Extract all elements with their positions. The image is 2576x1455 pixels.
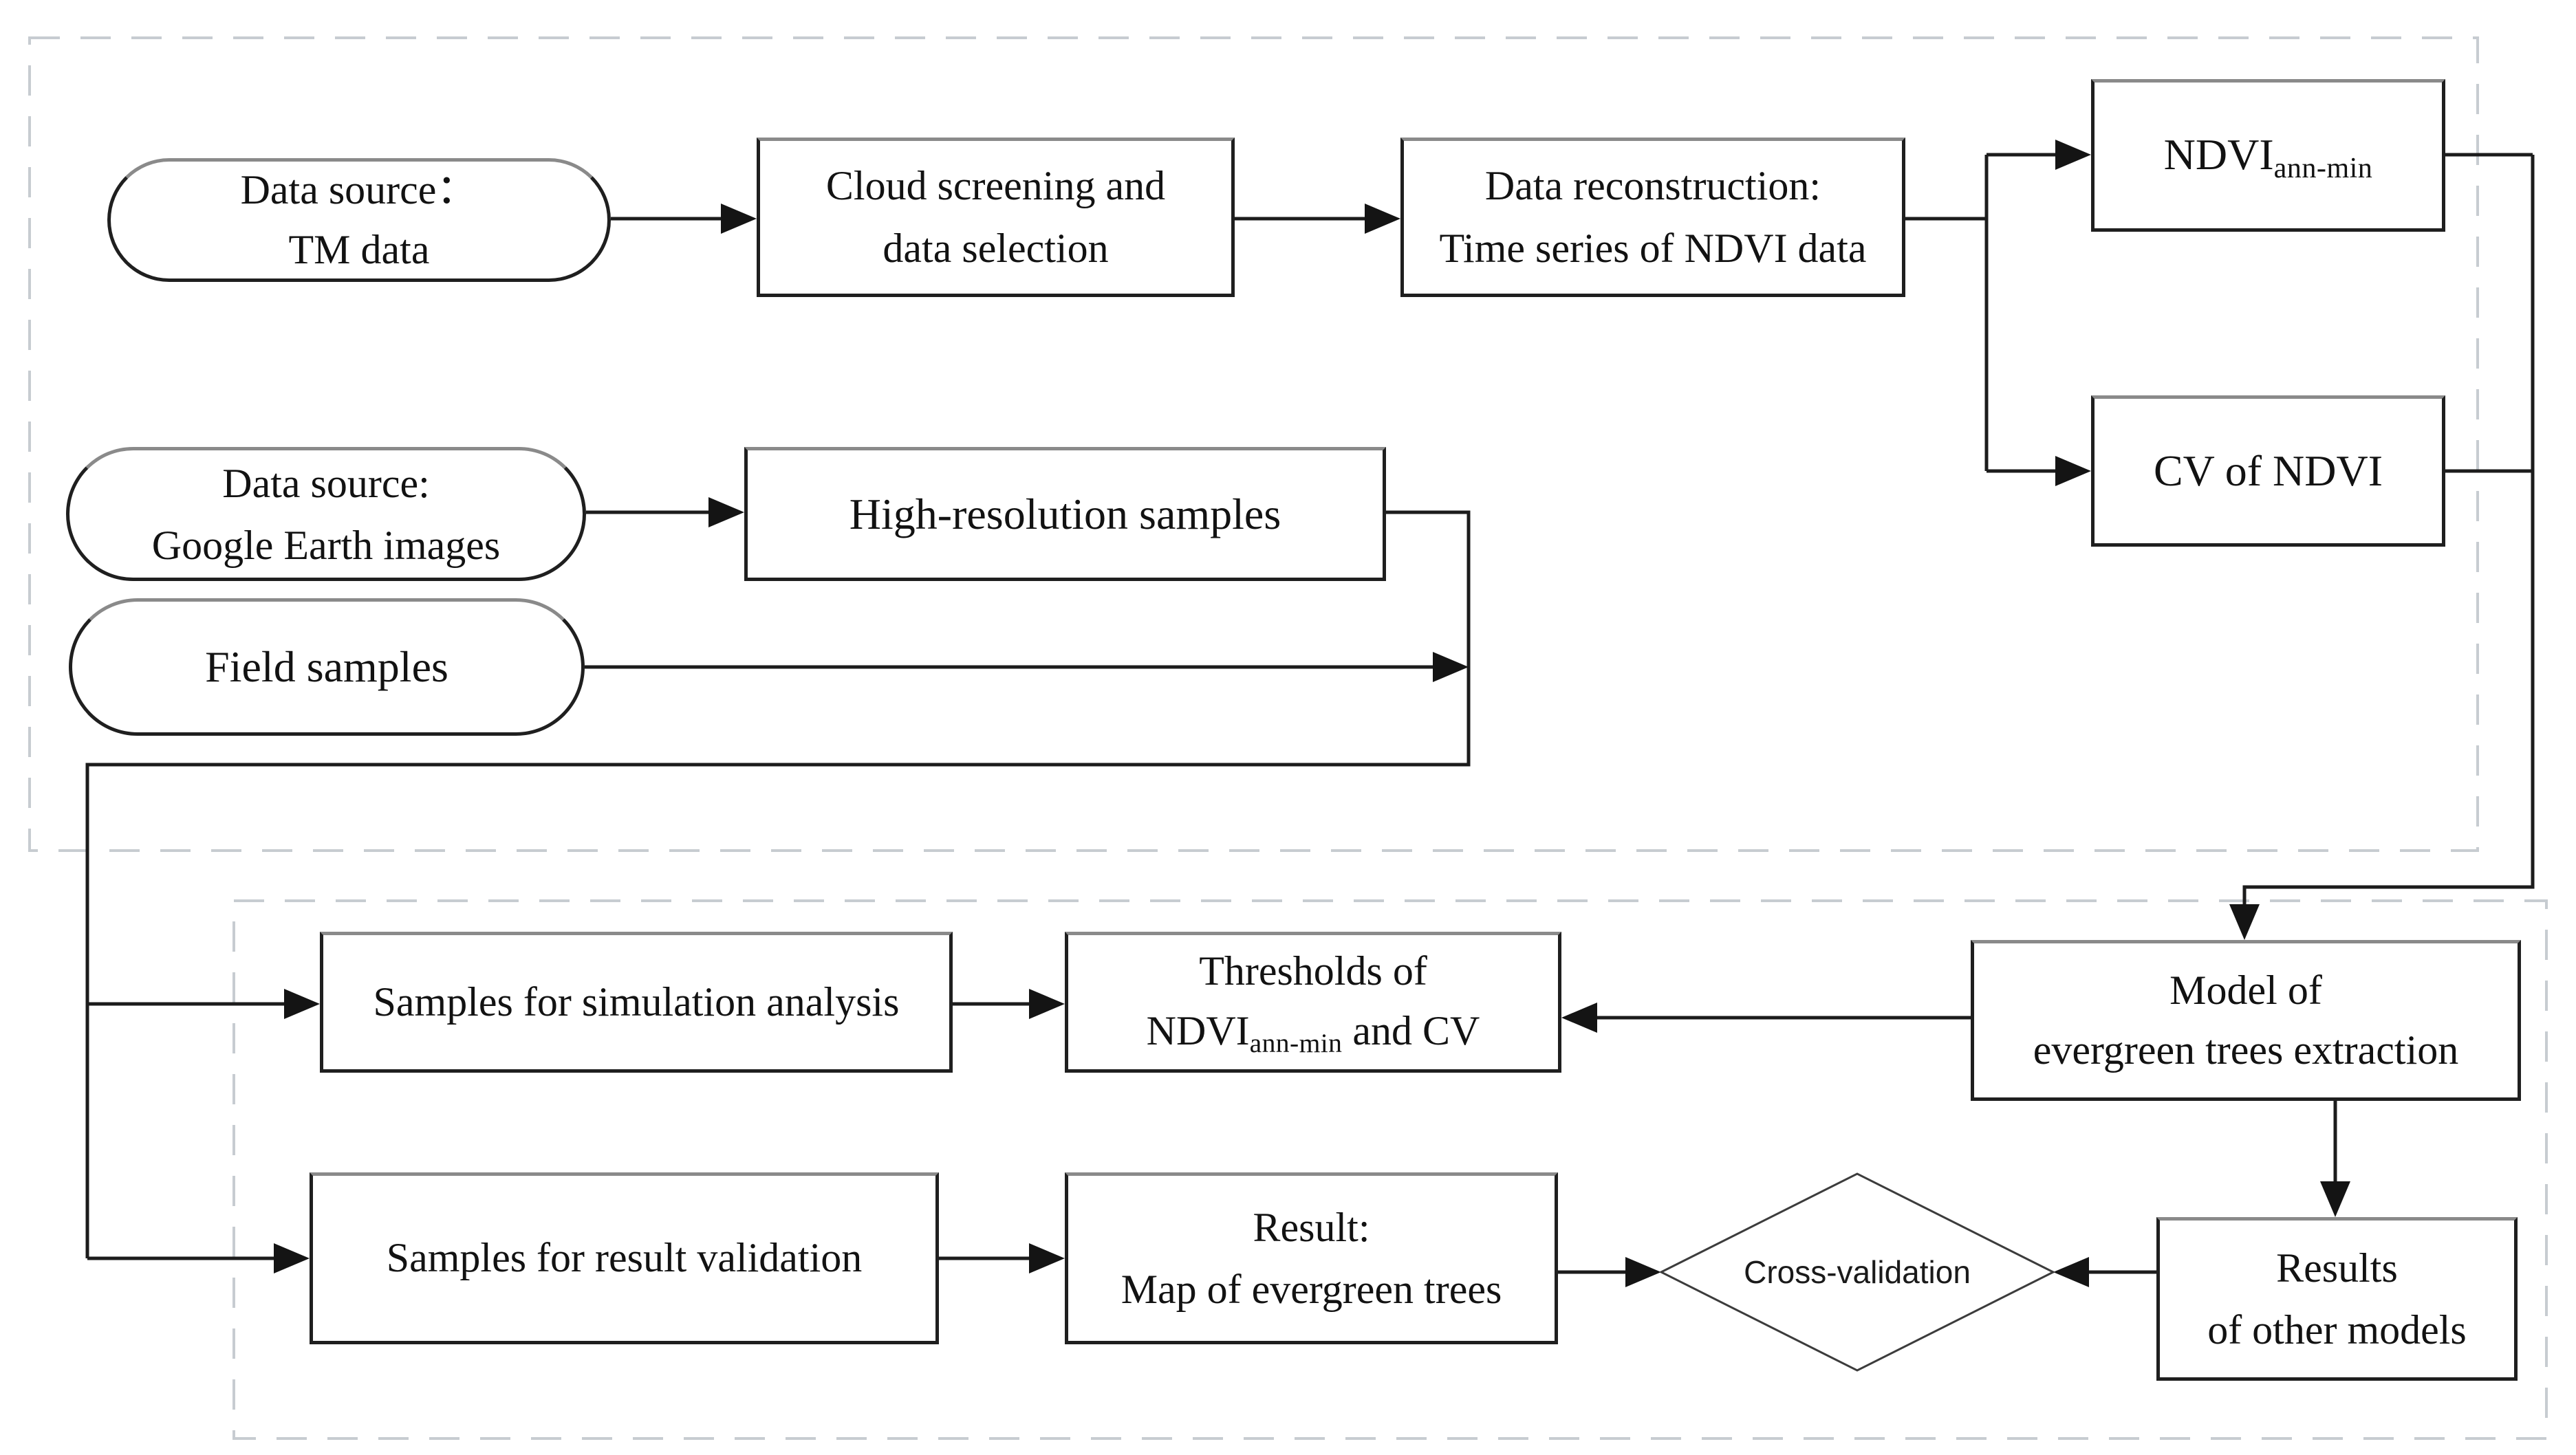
node-result-map: Result: Map of evergreen trees [1065, 1172, 1558, 1344]
node-line: Result: [1253, 1205, 1370, 1250]
node-line: Samples for result validation [386, 1235, 863, 1281]
node-line: Data reconstruction: [1484, 162, 1821, 208]
node-data-reconstruction: Data reconstruction: Time series of NDVI… [1400, 138, 1905, 297]
arrowhead-into-cv [2055, 456, 2091, 486]
node-line: of other models [2207, 1307, 2467, 1353]
node-high-resolution-samples: High-resolution samples [744, 447, 1386, 581]
arrowhead-into-diamond-right [2053, 1257, 2089, 1287]
thresholds-ndvi: NDVI [1146, 1007, 1250, 1053]
node-thresholds: Thresholds of NDVIann-min and CV [1065, 932, 1561, 1073]
node-line: Time series of NDVI data [1439, 226, 1867, 271]
arrowhead-into-sim [284, 989, 320, 1019]
node-data-source-tm: Data source： TM data [107, 158, 611, 282]
ndvi-main: NDVI [2163, 129, 2274, 179]
arrowhead-into-ndvi [2055, 140, 2091, 170]
thresholds-tail: and CV [1342, 1007, 1480, 1053]
arrowhead-into-diamond-left [1625, 1257, 1661, 1287]
node-cloud-screening: Cloud screening and data selection [757, 138, 1235, 297]
node-cross-validation-label: Cross-validation [1744, 1254, 1971, 1290]
node-line: Map of evergreen trees [1121, 1267, 1502, 1312]
node-line: data selection [883, 226, 1109, 271]
node-line: Cloud screening and [825, 162, 1166, 208]
arrowhead-into-highres [708, 497, 744, 527]
node-field-samples: Field samples [69, 598, 585, 736]
node-samples-result-validation: Samples for result validation [310, 1172, 939, 1344]
node-line: Samples for simulation analysis [373, 978, 900, 1025]
node-line: High-resolution samples [849, 489, 1281, 538]
arrowhead-field-merge [1433, 652, 1469, 682]
connector-samples-trunk [85, 510, 1471, 1258]
arrowhead-into-other [2320, 1181, 2350, 1217]
node-results-other-models: Results of other models [2156, 1217, 2518, 1381]
node-line: Data source： [240, 167, 478, 212]
node-line: Field samples [205, 642, 448, 692]
connector-indices-to-model [2242, 155, 2535, 909]
arrowhead-into-thresholds-right [1561, 1003, 1597, 1033]
node-line: Google Earth images [151, 522, 501, 568]
arrowhead-into-thresholds-left [1029, 989, 1065, 1019]
node-model-evergreen-extraction: Model of evergreen trees extraction [1971, 940, 2521, 1101]
arrowhead-into-model [2229, 904, 2260, 940]
arrowhead-into-cloud [721, 204, 757, 234]
node-line: NDVIann-min [2164, 121, 2373, 190]
node-line: Results [2276, 1245, 2398, 1291]
thresholds-subscript: ann-min [1249, 1027, 1343, 1058]
arrowhead-into-val [274, 1243, 310, 1273]
node-line: Thresholds of [1199, 948, 1427, 994]
node-line: Model of [2169, 967, 2322, 1013]
node-line: TM data [288, 227, 430, 272]
node-cv-of-ndvi: CV of NDVI [2091, 395, 2445, 547]
node-line: CV of NDVI [2153, 446, 2383, 496]
dashed-group-data-preparation [28, 36, 2479, 852]
ndvi-subscript: ann-min [2273, 151, 2373, 184]
arrowhead-into-reconstruction [1365, 204, 1400, 234]
node-line: Data source: [222, 460, 430, 506]
node-line: NDVIann-min and CV [1147, 1001, 1480, 1063]
node-line: evergreen trees extraction [2033, 1027, 2459, 1073]
arrowhead-into-map [1029, 1243, 1065, 1273]
node-ndvi-ann-min: NDVIann-min [2091, 79, 2445, 232]
node-data-source-google: Data source: Google Earth images [66, 447, 586, 581]
cross-validation-diamond [1658, 1172, 2056, 1372]
node-samples-simulation-analysis: Samples for simulation analysis [320, 932, 953, 1073]
